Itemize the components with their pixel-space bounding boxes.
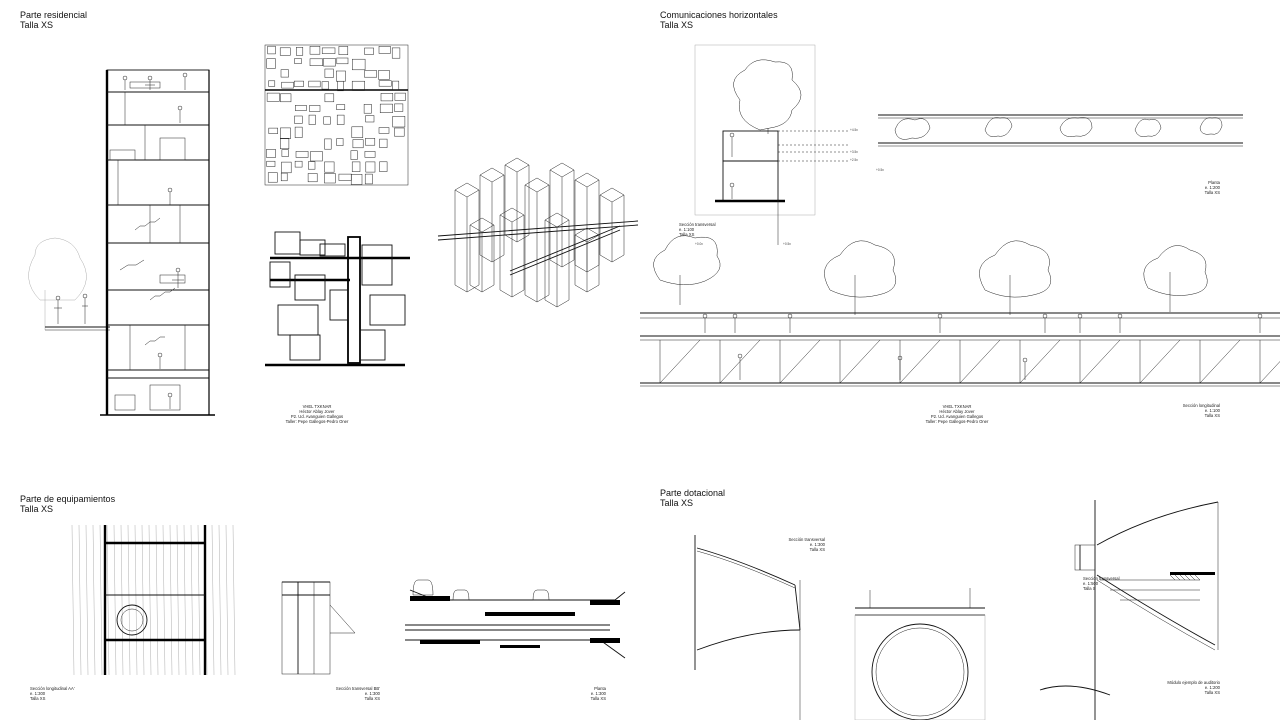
- horizontal-title: Comunicaciones horizontales Talla XS: [660, 10, 778, 30]
- long-section-people: [702, 313, 1263, 380]
- residential-credits: VHEL TXKNAR Héctor Ablay Jover P2. Ud. A…: [282, 404, 352, 424]
- equipment-cap-planta: Planta e. 1:300 Talla XS: [570, 686, 606, 701]
- horizontal-cap-planta: Planta e. 1:200 Talla XS: [1190, 180, 1220, 195]
- horn-section: [694, 535, 801, 720]
- tree-canopy: [733, 59, 802, 134]
- equipment-title-line1: Parte de equipamientos: [20, 494, 116, 504]
- plan-pattern-cells: [266, 45, 406, 185]
- horizontal-cap-transversal-3: Talla XS: [679, 232, 695, 237]
- horizontal-cap-planta-3: Talla XS: [1204, 190, 1220, 195]
- equipment-cap-planta-1: Planta: [594, 686, 606, 691]
- horizontal-cap-planta-2: e. 1:200: [1204, 185, 1220, 190]
- residential-title-line2: Talla XS: [20, 20, 54, 30]
- residential-title: Parte residencial Talla XS: [20, 10, 87, 30]
- plan-strip: [878, 114, 1243, 147]
- equipment-cap-planta-3: Talla XS: [590, 696, 606, 701]
- dotational-cap-transversal-a-3: Talla XS: [809, 547, 825, 552]
- axonometric-blocks: [437, 157, 639, 308]
- level-mark-2: +3.5x: [850, 150, 858, 154]
- horizontal-cap-longitudinal-3: Talla XS: [1204, 413, 1220, 418]
- panel-horizontal: Comunicaciones horizontales Talla XS: [640, 0, 1280, 440]
- horizontal-drawing: [640, 44, 1280, 387]
- panel-dotational: Parte dotacional Talla XS: [640, 440, 1280, 720]
- equipment-title-line2: Talla XS: [20, 504, 54, 514]
- residential-title-line1: Parte residencial: [20, 10, 88, 20]
- horizontal-title-line2: Talla XS: [660, 20, 694, 30]
- horizontal-credit-3: P2. Ud. Avanguien Gallegos: [930, 414, 984, 419]
- dotational-cap-modulo: Módulo ejemplo de auditorio e. 1:200 Tal…: [1160, 680, 1220, 695]
- level-mark-6: +0.5x: [783, 242, 791, 246]
- dotational-drawing: [694, 500, 1219, 720]
- residential-credit-4: Taller: Pepe Gallegos-Pedro Oner: [285, 419, 349, 424]
- level-mark-5: +0.0x: [695, 242, 703, 246]
- dotational-cap-modulo-2: e. 1:200: [1204, 685, 1220, 690]
- level-mark-3: +2.5x: [850, 158, 858, 162]
- equipment-drawing: [71, 524, 626, 676]
- horizontal-credit-1: VHEL TXKNAR: [942, 404, 972, 409]
- horizontal-cap-transversal-2: e. 1:100: [679, 227, 695, 232]
- dotational-title-line2: Talla XS: [660, 498, 694, 508]
- residential-credit-3: P2. Ud. Avanguien Gallegos: [290, 414, 344, 419]
- level-mark-1: +4.5x: [850, 128, 858, 132]
- dotational-cap-modulo-3: Talla XS: [1204, 690, 1220, 695]
- dotational-cap-transversal-b-3: Talla S: [1083, 586, 1096, 591]
- horizontal-credit-4: Taller: Pepe Gallegos-Pedro Oner: [925, 419, 989, 424]
- tree-silhouette: [28, 237, 87, 330]
- plan-pattern: [264, 44, 409, 186]
- equipment-cap-bb-1: Sección transversal BB': [335, 686, 380, 691]
- horizontal-credits: VHEL TXKNAR Héctor Ablay Jover P2. Ud. A…: [922, 404, 992, 424]
- auditorium-section: [1039, 500, 1219, 720]
- dotational-cap-transversal-b-1: Sección transversal: [1083, 576, 1120, 581]
- equipment-cap-aa-2: e. 1:300: [30, 691, 46, 696]
- long-section-diagonals: [659, 339, 1280, 384]
- horizontal-cap-longitudinal: Sección longitudinal e. 1:100 Talla XS: [1170, 403, 1220, 418]
- equipment-cap-aa-3: Talla XS: [30, 696, 46, 701]
- equipment-cap-aa: Sección longitudinal AA' e. 1:300 Talla …: [30, 686, 75, 701]
- horizontal-cap-transversal: Sección transversal e. 1:100 Talla XS: [679, 222, 716, 237]
- equipment-title: Parte de equipamientos Talla XS: [20, 494, 115, 514]
- equipment-cap-aa-1: Sección longitudinal AA': [30, 686, 75, 691]
- plan-strip-trees: [894, 117, 1223, 140]
- dotational-cap-transversal-b: Sección transversal e. 1:500 Talla S: [1083, 576, 1120, 591]
- horizontal-cap-planta-1: Planta: [1208, 180, 1220, 185]
- people-silhouettes: [54, 293, 88, 324]
- horizontal-cap-longitudinal-1: Sección longitudinal: [1182, 403, 1220, 408]
- equipment-cap-bb-3: Talla XS: [364, 696, 380, 701]
- horizontal-cap-transversal-1: Sección transversal: [679, 222, 716, 227]
- dotational-title: Parte dotacional Talla XS: [660, 488, 725, 508]
- dotational-cap-transversal-a-2: e. 1:300: [809, 542, 825, 547]
- horizontal-title-line1: Comunicaciones horizontales: [660, 10, 778, 20]
- residential-credit-1: VHEL TXKNAR: [302, 404, 332, 409]
- dotational-cap-transversal-a: Sección transversal e. 1:300 Talla XS: [775, 537, 825, 552]
- equipment-cap-bb: Sección transversal BB' e. 1:300 Talla X…: [300, 686, 380, 701]
- plan-blocks: [265, 231, 410, 367]
- dotational-cap-transversal-b-2: e. 1:500: [1083, 581, 1099, 586]
- horizontal-cap-longitudinal-2: e. 1:100: [1204, 408, 1220, 413]
- level-mark-4: +0.5x: [876, 168, 884, 172]
- equipment-cap-planta-2: e. 1:300: [590, 691, 606, 696]
- residential-credit-2: Héctor Ablay Jover: [299, 409, 335, 414]
- dotational-title-line1: Parte dotacional: [660, 488, 726, 498]
- circular-plan: [854, 588, 986, 720]
- panel-equipment: Parte de equipamientos Talla XS: [0, 440, 640, 720]
- long-section-deck: [640, 312, 1280, 387]
- residential-section-drawing: [28, 44, 639, 416]
- equipment-cap-bb-2: e. 1:300: [364, 691, 380, 696]
- dotational-cap-transversal-a-1: Sección transversal: [788, 537, 825, 542]
- long-section-trees: [653, 235, 1208, 315]
- horizontal-credit-2: Héctor Ablay Jover: [939, 409, 975, 414]
- dotational-cap-modulo-1: Módulo ejemplo de auditorio: [1167, 680, 1220, 685]
- panel-residential: Parte residencial Talla XS: [0, 0, 640, 440]
